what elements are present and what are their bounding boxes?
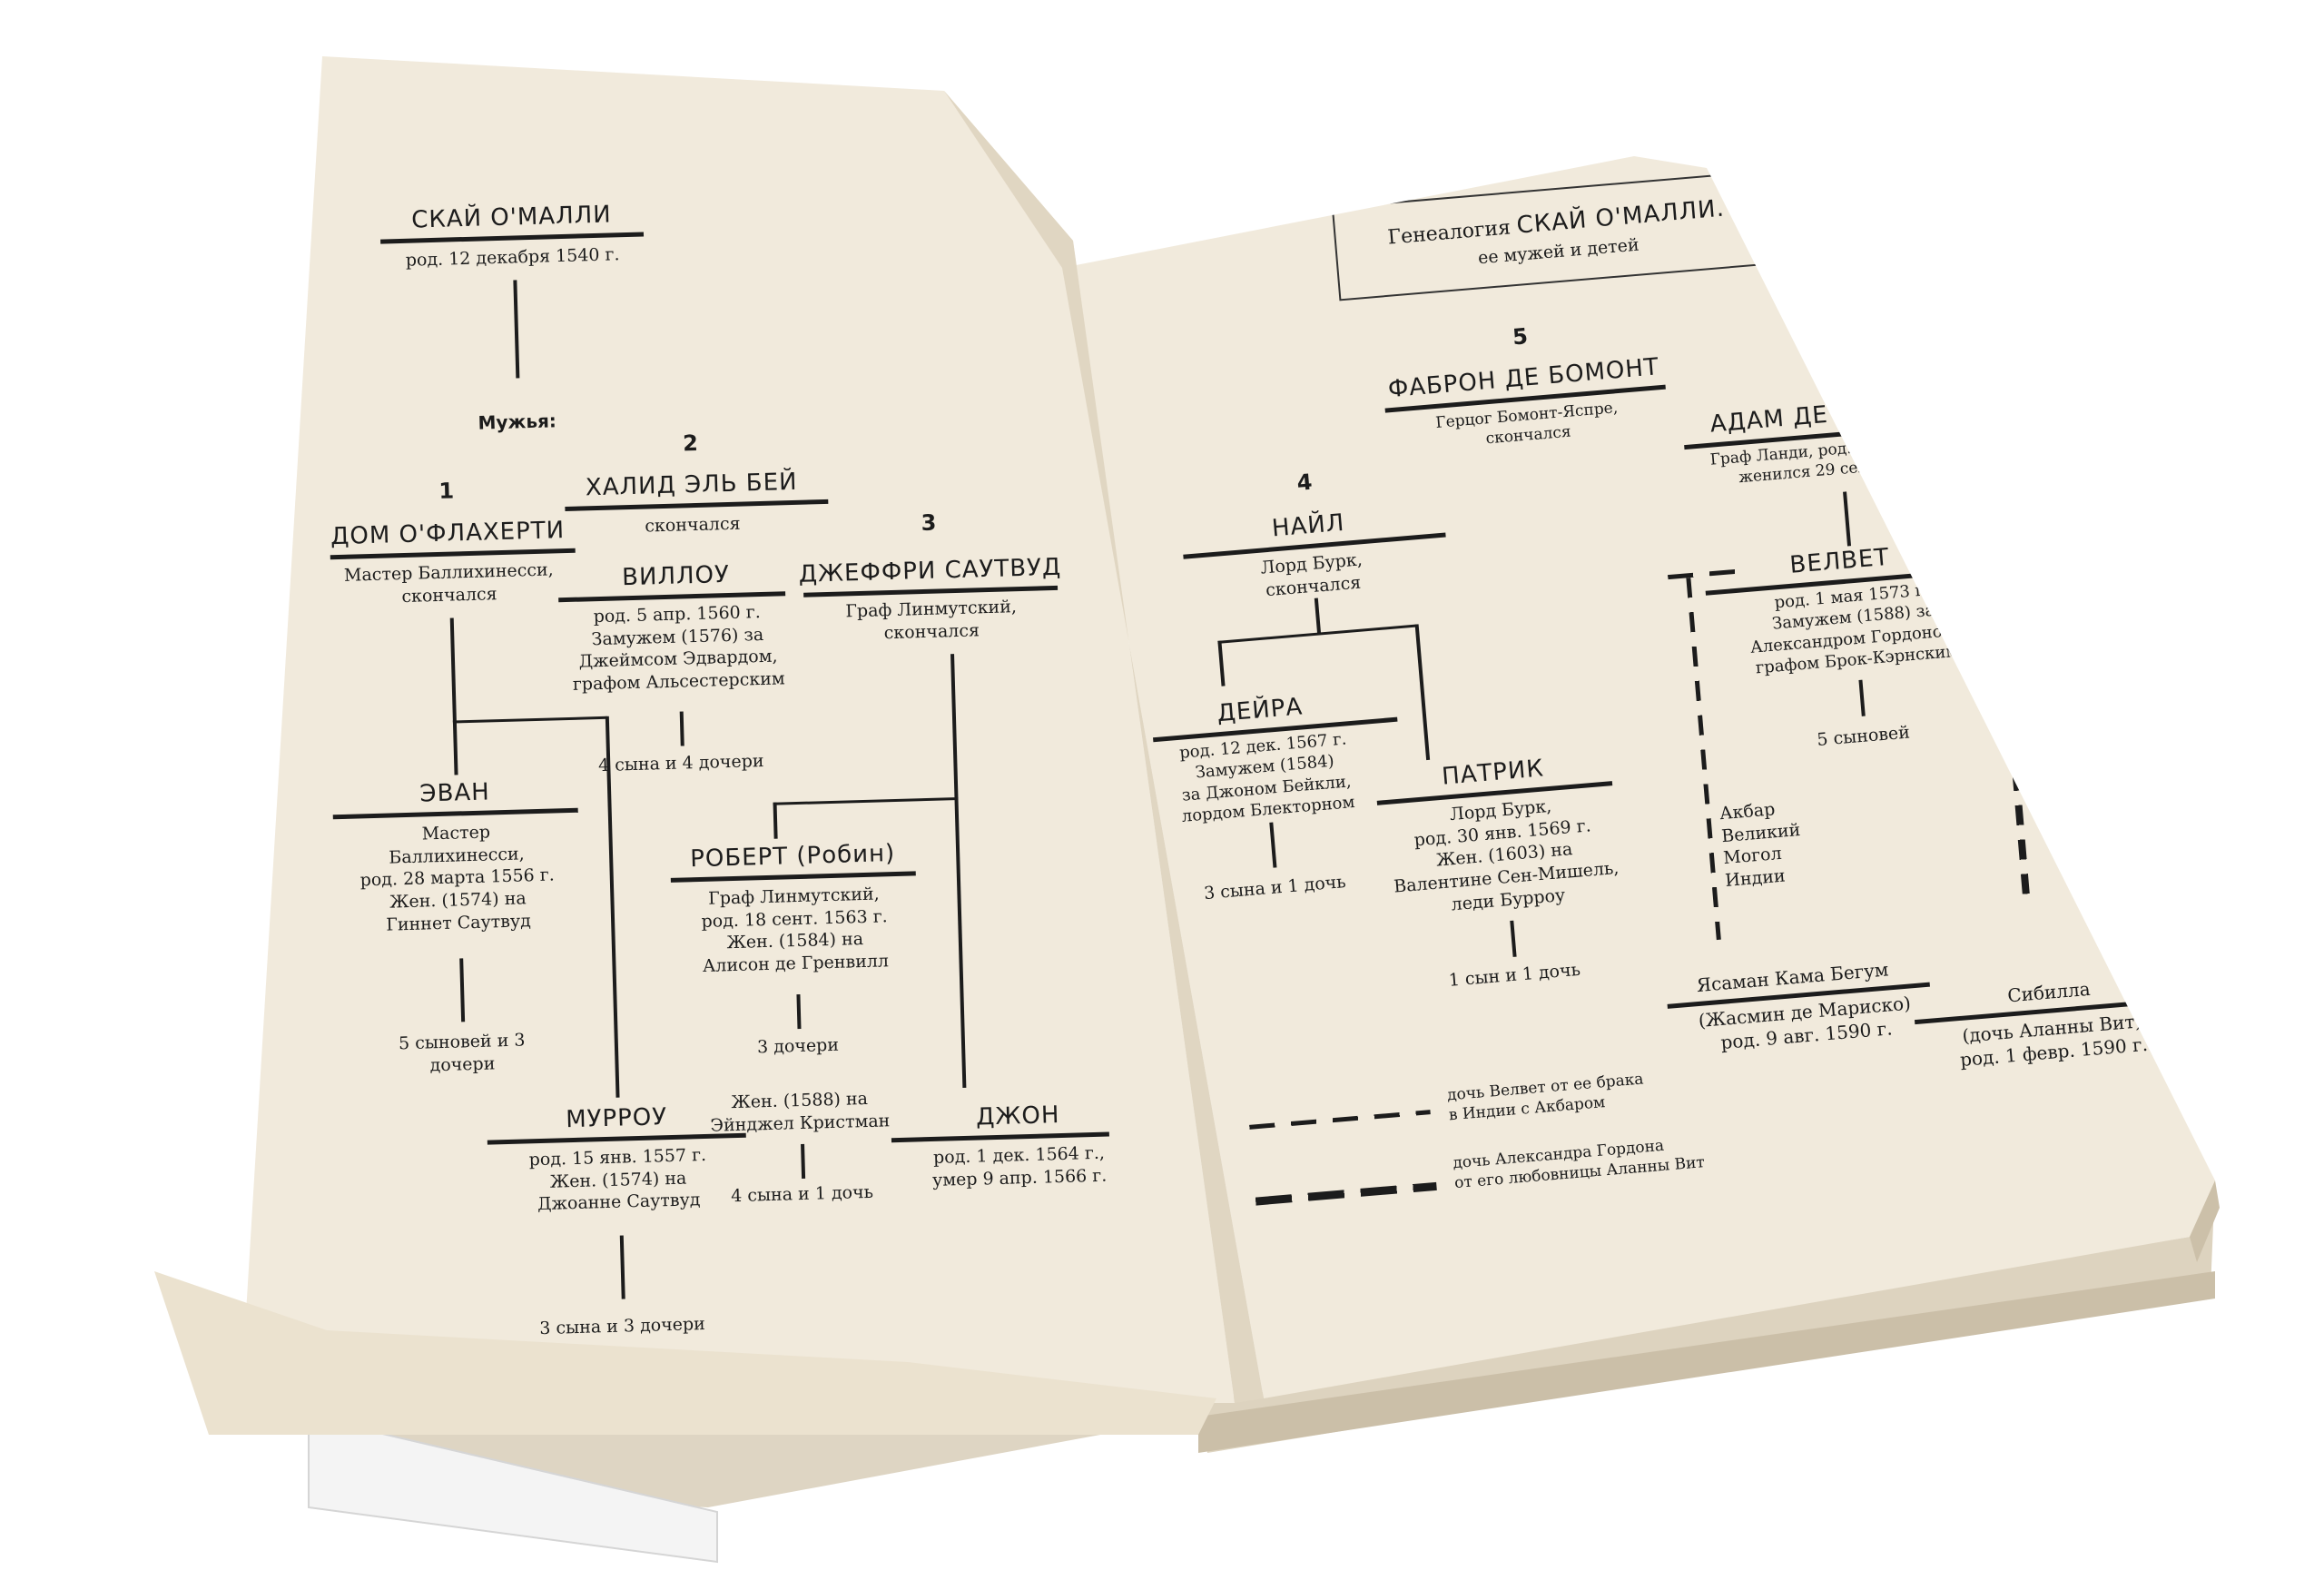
deira-children: 3 сына и 1 дочь	[1203, 872, 1347, 904]
right-page-edge-strip	[2190, 1180, 2220, 1262]
evan-children: 5 сыновей и 3 дочери	[398, 1030, 526, 1076]
john-connector	[954, 797, 967, 1089]
john-name: ДЖОН	[975, 1101, 1060, 1131]
root-name: СКАЙ О'МАЛЛИ	[410, 201, 613, 234]
evan-underline	[332, 807, 578, 820]
husband5-number: 5	[1512, 323, 1529, 351]
husband1-number: 1	[438, 478, 455, 504]
velvet-children: 5 сыновей	[1816, 722, 1911, 751]
husband3-detail: Граф Линмутский, скончался	[845, 597, 1018, 643]
root-connector	[513, 280, 520, 379]
legend-text-1: дочь Велвет от ее брака в Индии с Акбаро…	[1446, 1070, 1645, 1125]
legend-text-2: дочь Александра Гордона от его любовницы…	[1452, 1136, 1706, 1193]
willow-detail: род. 5 апр. 1560 г. Замужем (1576) за Дж…	[572, 602, 785, 695]
husband3-connector	[950, 654, 959, 800]
husband1-connector	[449, 617, 457, 723]
left-page-curl	[154, 1271, 1216, 1435]
husband1-detail: Мастер Баллихинесси, скончался	[343, 559, 554, 607]
patrick-detail: Лорд Бурк, род. 30 янв. 1569 г. Жен. (16…	[1393, 795, 1620, 915]
husband2-detail: скончался	[645, 513, 741, 537]
evan-connector	[452, 720, 458, 775]
husband6-connector	[1843, 491, 1852, 547]
patrick-children: 1 сын и 1 дочь	[1447, 959, 1581, 991]
willow-children: 4 сына и 4 дочери	[597, 751, 764, 776]
husband1-name: ДОМ О'ФЛАХЕРТИ	[330, 517, 566, 551]
velvet-children-connector	[1858, 679, 1866, 716]
root-born: род. 12 декабря 1540 г.	[405, 244, 620, 271]
husbands-label: Мужья:	[478, 410, 557, 434]
legend-dash-sample-1	[1249, 1110, 1431, 1130]
husband3-number: 3	[921, 509, 937, 537]
evan-detail: Мастер Баллихинесси, род. 28 марта 1556 …	[359, 822, 556, 935]
husband3-name: ДЖЕФФРИ САУТВУД	[798, 553, 1062, 588]
willow-connector	[679, 711, 684, 746]
right-page-sheet	[1062, 156, 2215, 1398]
husband4-name: НАЙЛ	[1270, 509, 1346, 543]
deira-name: ДЕЙРА	[1216, 693, 1305, 728]
patrick-connector	[1414, 624, 1431, 761]
husband2-name: ХАЛИД ЭЛЬ БЕЙ	[585, 468, 798, 502]
book-cover-bottom	[1198, 1271, 2215, 1453]
legend-dash-sample-2	[1255, 1181, 1437, 1206]
patrick-children-connector	[1510, 920, 1517, 957]
robert-children2: 4 сына и 1 дочь	[730, 1181, 874, 1207]
husband4-detail: Лорд Бурк, скончался	[1259, 549, 1364, 600]
gutter-shadow	[944, 91, 1264, 1403]
husband2-number: 2	[682, 430, 699, 457]
willow-name: ВИЛЛОУ	[621, 560, 731, 592]
robert-name: РОБЕРТ (Робин)	[689, 840, 896, 874]
husband4-connector	[1314, 597, 1322, 635]
murrow-name: МУРРОУ	[565, 1103, 668, 1134]
book-cover-left-edge	[308, 1415, 718, 1564]
evan-name: ЭВАН	[419, 778, 491, 808]
murrow-underline	[487, 1132, 746, 1145]
akbar-dashed-line	[1686, 578, 1721, 941]
robert-connector	[773, 802, 778, 839]
murrow-children-connector	[619, 1235, 625, 1299]
husband4-number: 4	[1295, 469, 1314, 496]
akbar-label: Акбар Великий Могол Индии	[1718, 799, 1802, 892]
deira-detail: род. 12 дек. 1567 г. Замужем (1584) за Д…	[1178, 729, 1356, 827]
robert-children2-connector	[801, 1143, 806, 1180]
husband1-branch	[452, 716, 607, 724]
deira-children-connector	[1269, 822, 1277, 868]
robert-children1-connector	[796, 993, 802, 1030]
john-detail: род. 1 дек. 1564 г., умер 9 апр. 1566 г.	[931, 1142, 1108, 1190]
murrow-detail: род. 15 янв. 1557 г. Жен. (1574) на Джоа…	[528, 1144, 707, 1215]
murrow-children: 3 сына и 3 дочери	[539, 1314, 706, 1339]
robert-detail: Граф Линмутский, род. 18 сент. 1563 г. Ж…	[701, 884, 890, 977]
husband3-branch	[773, 797, 955, 805]
deira-connector	[1217, 640, 1226, 686]
sibilla-name: Сибилла	[2006, 977, 2092, 1007]
robert-children1: 3 дочери	[756, 1034, 840, 1058]
evan-children-connector	[459, 958, 466, 1022]
left-page-sheet	[241, 56, 1235, 1403]
john-underline	[891, 1131, 1109, 1143]
velvet-akbar-dash	[1668, 568, 1750, 580]
robert-marriage2: Жен. (1588) на Эйнджел Кристман	[710, 1088, 891, 1136]
